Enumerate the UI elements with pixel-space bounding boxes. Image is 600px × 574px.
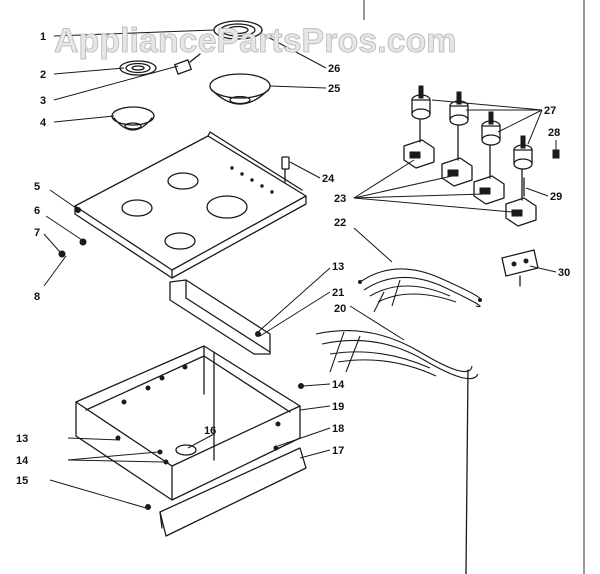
front-panel-strip <box>169 279 271 355</box>
callout-3: 3 <box>40 95 46 107</box>
control-knob-1 <box>411 85 431 120</box>
control-knob-4 <box>513 135 533 170</box>
callout-22: 22 <box>334 217 346 229</box>
callout-4: 4 <box>40 117 47 129</box>
callout-20: 20 <box>334 303 346 315</box>
callout-26: 26 <box>328 63 340 75</box>
control-knob-3 <box>481 111 501 146</box>
watermark-text: AppliancePartsPros.com <box>54 22 456 60</box>
callout-14-right: 14 <box>332 379 345 391</box>
callout-21: 21 <box>332 287 344 299</box>
callout-23: 23 <box>334 193 346 205</box>
callout-14-left: 14 <box>16 455 29 467</box>
callout-6: 6 <box>34 205 40 217</box>
cooktop <box>74 131 307 279</box>
leader-lines <box>43 29 557 509</box>
drawer-front-panel <box>159 447 307 537</box>
callout-15: 15 <box>16 475 28 487</box>
infinite-switch-1 <box>403 119 435 169</box>
infinite-switch-4 <box>505 165 537 227</box>
callout-5: 5 <box>34 181 40 193</box>
infinite-switch-2 <box>441 123 473 187</box>
callout-13-upper: 13 <box>332 261 344 273</box>
callout-19: 19 <box>332 401 344 413</box>
wire-harness-upper <box>358 268 482 313</box>
terminal-block <box>174 53 201 75</box>
callout-25: 25 <box>328 83 340 95</box>
cooktop-box <box>75 345 301 501</box>
screw-right <box>552 149 560 159</box>
callout-7: 7 <box>34 227 40 239</box>
callout-30: 30 <box>558 267 570 279</box>
callout-29: 29 <box>550 191 562 203</box>
callout-18: 18 <box>332 423 344 435</box>
control-knob-2 <box>449 91 469 126</box>
callout-16: 16 <box>204 425 216 437</box>
callout-1: 1 <box>40 31 46 43</box>
callout-17: 17 <box>332 445 344 457</box>
wire-harness-lower <box>315 330 479 574</box>
infinite-switch-3 <box>473 141 505 205</box>
callout-8: 8 <box>34 291 40 303</box>
callout-labels: 1 2 3 4 5 6 7 8 26 25 24 13 21 14 19 18 … <box>16 31 570 487</box>
callout-28: 28 <box>548 127 560 139</box>
terminal-connector <box>501 249 539 287</box>
callout-2: 2 <box>40 69 46 81</box>
callout-24: 24 <box>322 173 335 185</box>
callout-27: 27 <box>544 105 556 117</box>
callout-13-lower: 13 <box>16 433 28 445</box>
surface-element-small <box>119 60 157 76</box>
indicator-light <box>281 156 290 183</box>
screws-left <box>58 207 87 258</box>
drip-pan-small <box>111 106 155 131</box>
drip-pan-large <box>209 73 271 105</box>
